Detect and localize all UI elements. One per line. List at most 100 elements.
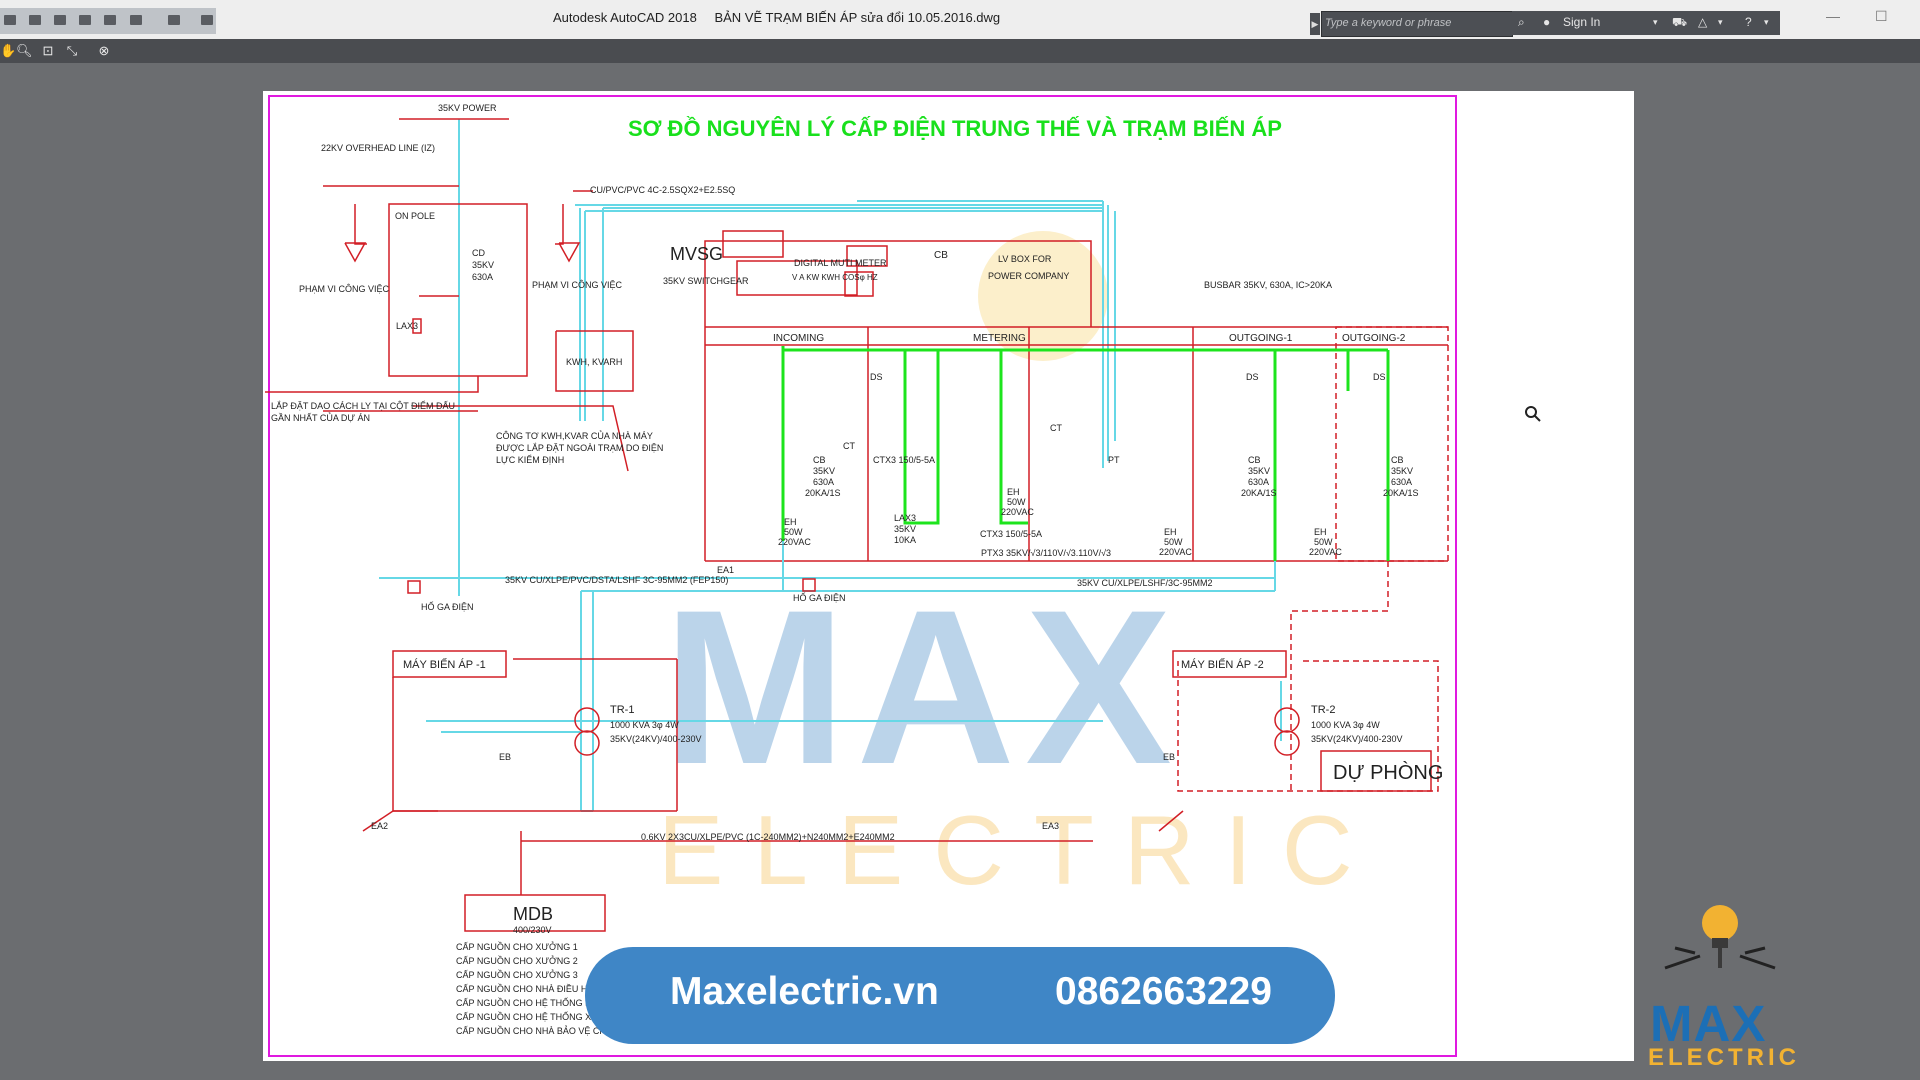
account-area [1512, 11, 1780, 35]
label-mba1: MÁY BIẾN ÁP -1 [403, 658, 486, 671]
label-lax3-left: LAX3 [396, 321, 418, 331]
label-busbar: BUSBAR 35KV, 630A, IC>20KA [1204, 280, 1332, 290]
label-eh-out2-2: 50W [1314, 537, 1333, 547]
a360-dropdown-icon[interactable]: ▾ [1718, 17, 1723, 27]
label-eh-out1-2: 50W [1164, 537, 1183, 547]
label-35kv-power: 35KV POWER [438, 103, 497, 113]
label-lv-box-2: POWER COMPANY [988, 271, 1069, 281]
maximize-icon[interactable]: ☐ [1875, 8, 1888, 24]
label-cd: CD [472, 248, 485, 258]
drawing-sheet: MAX ELECTRIC SƠ ĐỒ NGUYÊN LÝ CẤP ĐIỆN TR… [263, 91, 1634, 1061]
schematic-labels: 35KV POWER 22KV OVERHEAD LINE (IZ) CU/PV… [271, 103, 1443, 935]
drawing-title: SƠ ĐỒ NGUYÊN LÝ CẤP ĐIỆN TRUNG THẾ VÀ TR… [628, 116, 1282, 141]
close-view-icon[interactable]: ⊗ [98, 43, 110, 58]
label-eh-meter-3: 220VAC [1001, 507, 1034, 517]
mba2-box [1172, 650, 1287, 678]
label-cb-in-1: CB [813, 455, 826, 465]
label-mdb: MDB [513, 904, 553, 924]
feeder-item: CẤP NGUỒN CHO HỆ THỐNG PHÒNG CHÁY CHỮA C… [456, 997, 702, 1008]
binoculars-icon[interactable]: ⌕ [1518, 15, 1525, 29]
watermark-bulb-icon [978, 231, 1108, 361]
watermark: MAX ELECTRIC [658, 231, 1353, 905]
banner-phone[interactable]: 0862663229 [1055, 970, 1272, 1013]
label-kwh-kvarh: KWH, KVARH [566, 357, 622, 367]
zoom-icon[interactable]: 🔍︎ [16, 43, 33, 58]
label-note-cong-to-1: CÔNG TƠ KWH,KVAR CỦA NHÀ MÁY [496, 430, 653, 441]
label-digital-meter: DIGITAL MUTI METER [794, 258, 887, 268]
user-icon: ● [1543, 15, 1551, 29]
label-cb-in-2: 35KV [813, 466, 835, 476]
zoom-previous-icon[interactable]: ⤡ [66, 43, 78, 58]
undo-icon[interactable] [130, 15, 142, 25]
label-switchgear: 35KV SWITCHGEAR [663, 276, 749, 286]
zoom-window-icon[interactable]: ⊡ [42, 43, 54, 58]
label-ctx3-meter: CTX3 150/5-5A [980, 529, 1042, 539]
save-icon[interactable] [54, 15, 66, 25]
label-pham-vi-right: PHẠM VI CÔNG VIỆC [532, 280, 623, 290]
brand-logo: MAX ELECTRIC [1645, 898, 1796, 1076]
app-title: Autodesk AutoCAD 2018 [553, 10, 697, 25]
label-cable-35kv-out: 35KV CU/XLPE/LSHF/3C-95MM2 [1077, 578, 1213, 588]
minimize-icon[interactable]: — [1826, 8, 1840, 24]
banner-website[interactable]: Maxelectric.vn [670, 970, 939, 1013]
sign-in-button[interactable]: Sign In [1563, 15, 1601, 29]
print-icon[interactable] [104, 15, 116, 25]
label-overhead-line: 22KV OVERHEAD LINE (IZ) [321, 143, 435, 153]
redo-icon[interactable] [168, 15, 180, 25]
label-eh-meter-2: 50W [1007, 497, 1026, 507]
save-as-icon[interactable] [79, 15, 91, 25]
on-pole-box [388, 203, 528, 377]
label-cb-out2-1: CB [1391, 455, 1404, 465]
label-metering: METERING [973, 333, 1026, 344]
label-ptx3: PTX3 35KV/√3/110V/√3.110V/√3 [981, 548, 1111, 558]
label-cd-a: 630A [472, 272, 493, 282]
a360-icon[interactable]: △ [1698, 15, 1708, 29]
customize-icon[interactable] [201, 15, 213, 25]
mba1-box [392, 650, 507, 678]
quick-access-toolbar [0, 8, 216, 34]
label-lax3-in-2: 35KV [894, 524, 916, 534]
label-tr1: TR-1 [610, 704, 634, 716]
pan-icon[interactable]: ✋ [0, 43, 17, 58]
feeder-item: CẤP NGUỒN CHO XƯỞNG 1 [456, 941, 578, 952]
logo-electric-text: ELECTRIC [1648, 1044, 1800, 1071]
label-cb-out1-4: 20KA/1S [1241, 488, 1277, 498]
label-note-lap-dat-1: LẮP ĐẶT DAO CÁCH LY TẠI CỘT ĐIỂM ĐẤU [271, 400, 455, 411]
label-mvsg: MVSG [670, 244, 723, 264]
cart-icon[interactable]: ⛟ [1672, 15, 1688, 29]
search-input[interactable] [1325, 15, 1503, 31]
search-expand-icon[interactable]: ▶ [1310, 13, 1320, 35]
label-ct-meter: CT [1050, 423, 1062, 433]
label-on-pole: ON POLE [395, 211, 435, 221]
label-cd-kv: 35KV [472, 260, 494, 270]
label-lv-box-1: LV BOX FOR [998, 254, 1052, 264]
label-cb-out1-3: 630A [1248, 477, 1269, 487]
label-mdb-voltage: 400/230V [513, 925, 552, 935]
help-icon[interactable]: ? [1745, 15, 1752, 29]
help-dropdown-icon[interactable]: ▾ [1764, 17, 1769, 27]
label-ct-in: CT [843, 441, 855, 451]
label-outgoing2: OUTGOING-2 [1342, 333, 1406, 344]
label-note-cong-to-3: LỰC KIỂM ĐỊNH [496, 454, 564, 465]
kwh-box [555, 330, 634, 392]
label-cable-35kv-main: 35KV CU/XLPE/PVC/DSTA/LSHF 3C-95MM2 (FEP… [505, 575, 728, 585]
label-ea1: EA1 [717, 565, 734, 575]
label-ea3: EA3 [1042, 821, 1059, 831]
mdb-box [464, 894, 606, 932]
label-tr2-rating: 1000 KVA 3φ 4W [1311, 720, 1380, 730]
label-cb-out1-2: 35KV [1248, 466, 1270, 476]
label-tr2-voltage: 35KV(24KV)/400-230V [1311, 734, 1403, 744]
new-icon[interactable] [4, 15, 16, 25]
label-eh-out1-1: EH [1164, 527, 1177, 537]
open-icon[interactable] [29, 15, 41, 25]
file-title: BẢN VẼ TRẠM BIẾN ÁP sửa đổi 10.05.2016.d… [714, 10, 1001, 25]
label-meter-cells: V A KW KWH COSφ HZ [792, 273, 878, 282]
sign-in-dropdown-icon[interactable]: ▾ [1653, 17, 1658, 27]
label-du-phong: DỰ PHÒNG [1333, 761, 1443, 784]
label-eb-1: EB [499, 752, 511, 762]
label-eh-out2-3: 220VAC [1309, 547, 1342, 557]
label-eh-in-3: 220VAC [778, 537, 811, 547]
label-eh-out2-1: EH [1314, 527, 1327, 537]
digital-meter-box [736, 260, 858, 296]
tr2-symbol-icon [1274, 707, 1300, 733]
